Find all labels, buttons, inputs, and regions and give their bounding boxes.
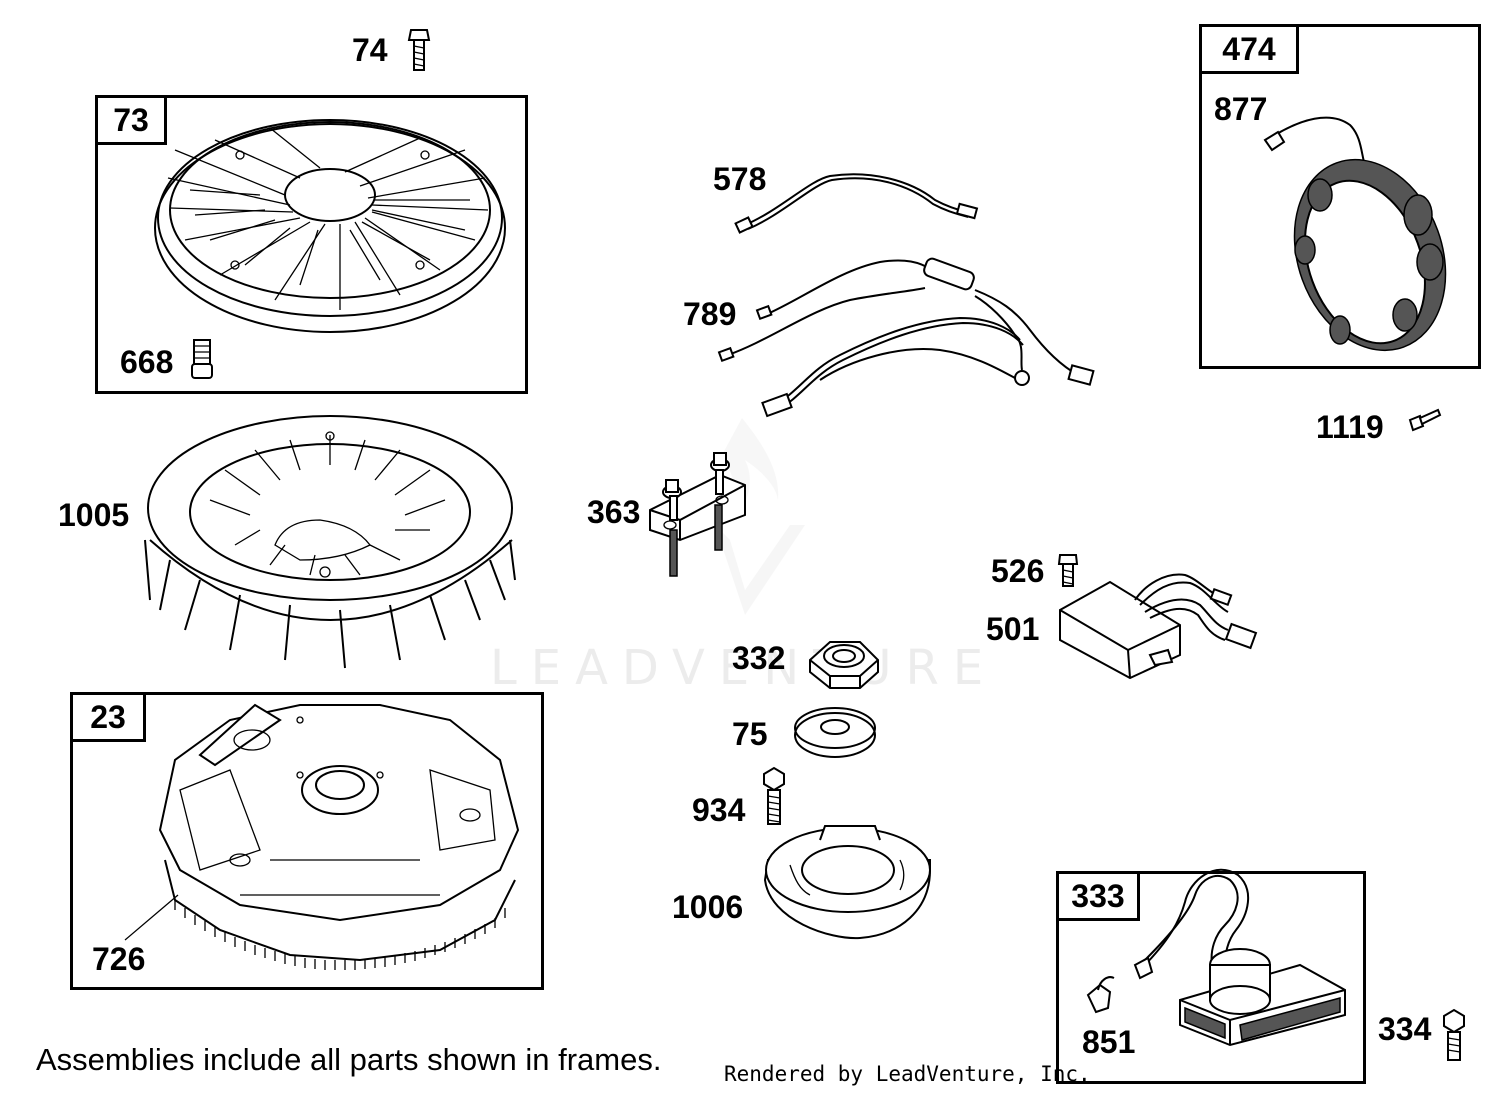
alternator-474	[1263, 116, 1447, 352]
part-label-789: 789	[683, 296, 737, 332]
screw-1119	[1408, 408, 1442, 432]
part-label-334: 334	[1378, 1011, 1432, 1047]
washer-75	[794, 707, 876, 758]
frame-23: 23	[70, 692, 544, 990]
part-label-934: 934	[692, 792, 746, 828]
flywheel	[124, 703, 520, 970]
part-label-877: 877	[1214, 91, 1268, 127]
frame-73: 73	[95, 95, 528, 394]
wire-578	[734, 173, 979, 234]
part-label-75: 75	[732, 716, 768, 752]
frame-333: 333	[1056, 871, 1366, 1084]
part-label-1005: 1005	[58, 497, 130, 533]
harness-789	[717, 257, 1095, 418]
assemblies-note: Assemblies include all parts shown in fr…	[36, 1042, 662, 1077]
render-credit: Rendered by LeadVenture, Inc.	[724, 1062, 1091, 1086]
ignition-armature	[1086, 868, 1346, 1047]
bracket-363	[649, 452, 746, 577]
bolt-934	[763, 766, 785, 825]
blower-housing	[154, 119, 506, 333]
bolt-526	[1057, 554, 1079, 587]
frame-tag-23: 23	[70, 692, 146, 742]
part-label-332: 332	[732, 640, 786, 676]
part-label-726: 726	[92, 941, 146, 977]
cup-1006	[763, 825, 931, 940]
part-label-668: 668	[120, 344, 174, 380]
part-label-363: 363	[587, 494, 641, 530]
part-label-578: 578	[713, 161, 767, 197]
bolt-334	[1443, 1008, 1465, 1061]
part-label-74: 74	[352, 32, 388, 68]
part-label-851: 851	[1082, 1024, 1136, 1060]
part-label-1119: 1119	[1316, 409, 1384, 445]
part-label-1006: 1006	[672, 889, 744, 925]
stud-668	[191, 339, 213, 379]
watermark-logo	[715, 418, 805, 615]
part-label-501: 501	[986, 611, 1040, 647]
frame-474: 474	[1199, 24, 1481, 369]
bolt-74	[407, 29, 431, 71]
part-label-526: 526	[991, 553, 1045, 589]
nut-332	[809, 641, 879, 689]
frame-tag-73: 73	[95, 95, 167, 145]
frame-tag-474: 474	[1199, 24, 1299, 74]
regulator-501	[1059, 573, 1258, 680]
watermark: LEADVENTURE	[490, 640, 998, 696]
flywheel-fan	[144, 415, 516, 669]
frame-tag-333: 333	[1056, 871, 1140, 921]
